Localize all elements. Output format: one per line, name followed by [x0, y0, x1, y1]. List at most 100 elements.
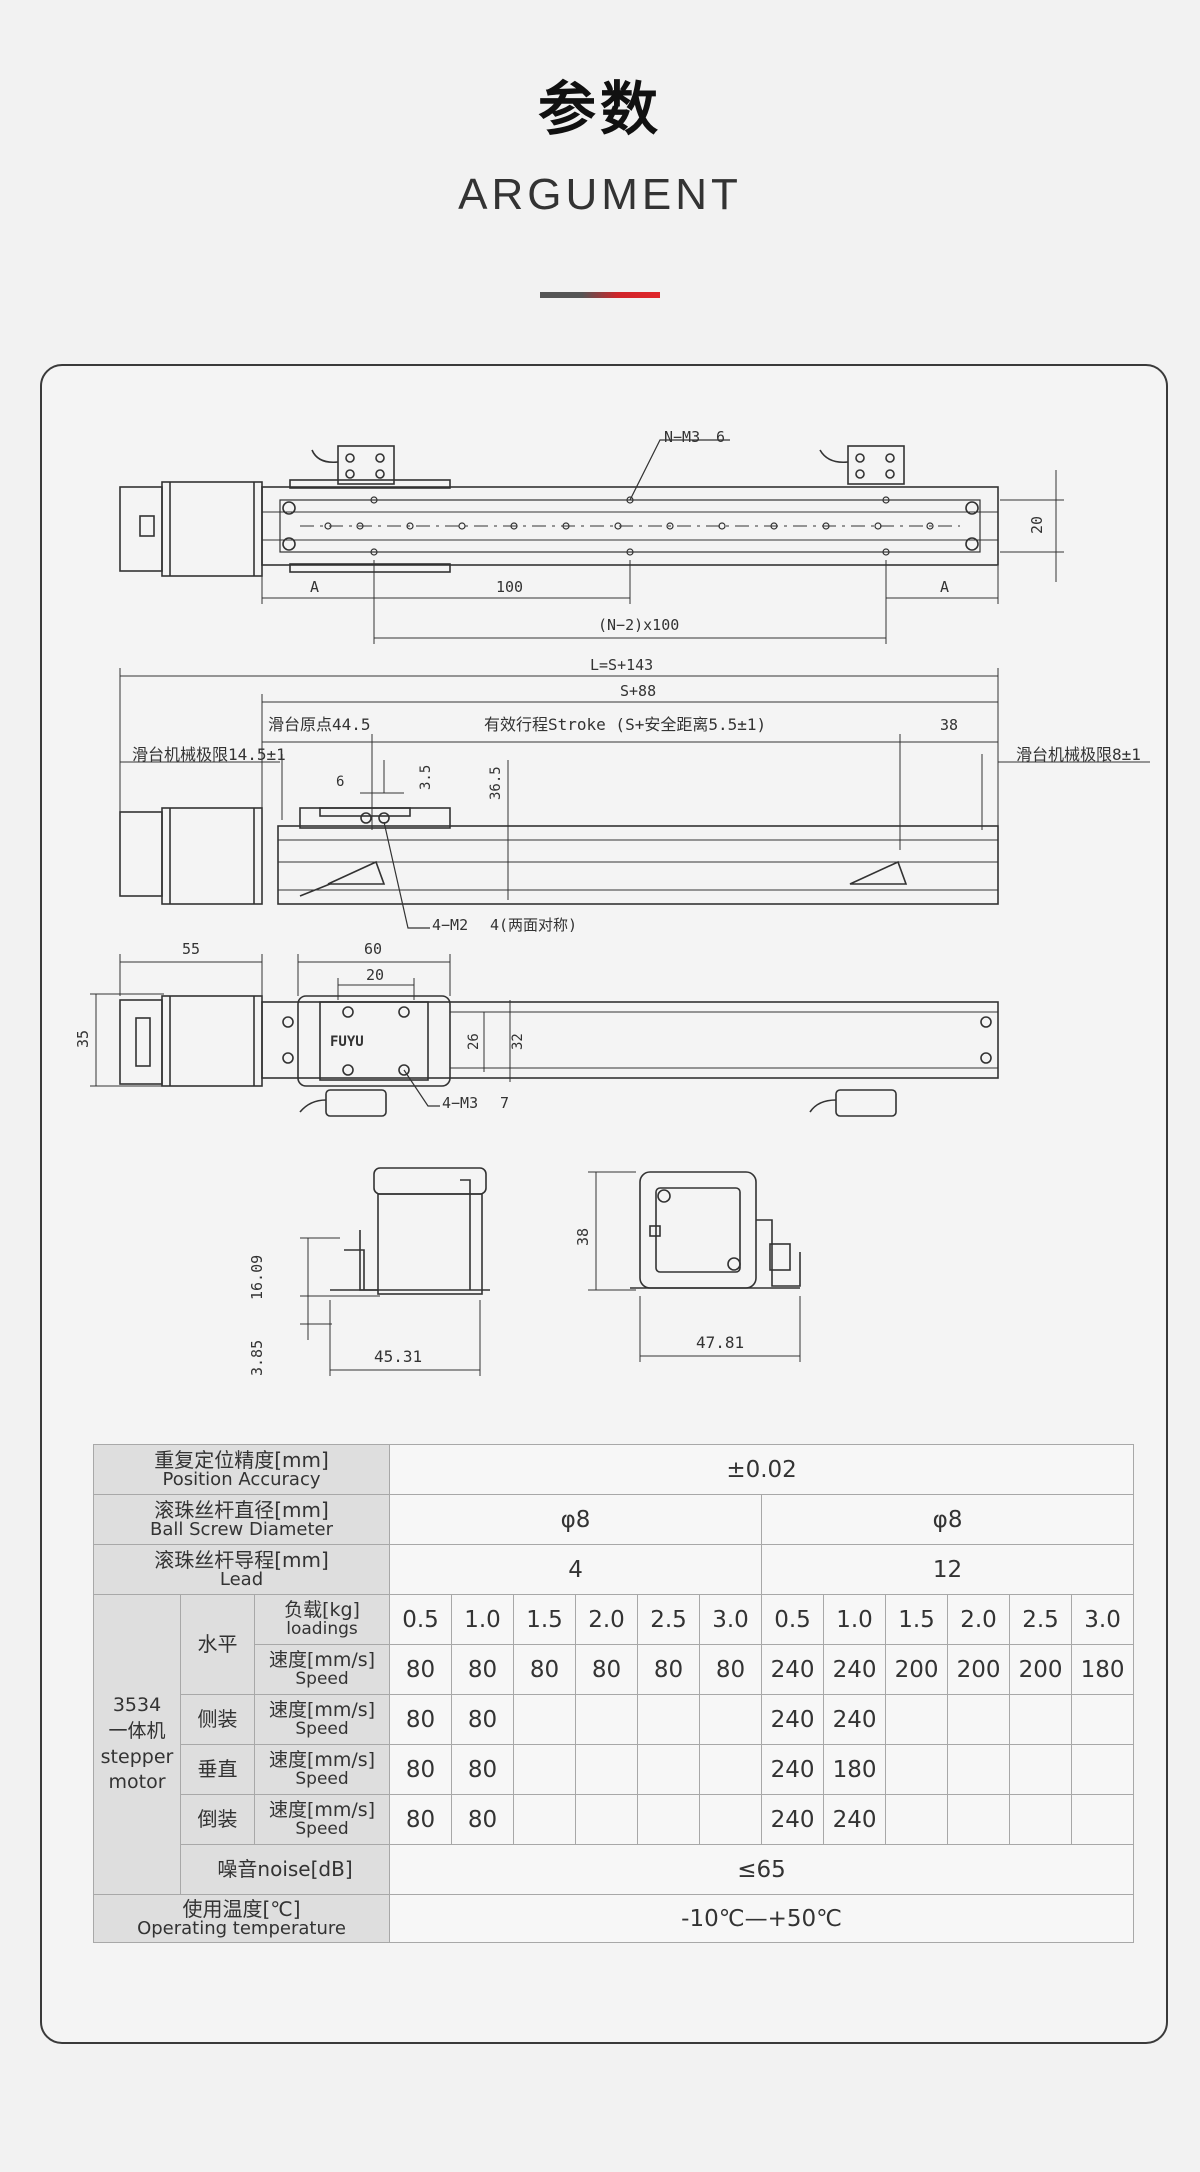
- speed-cell: 240: [761, 1644, 825, 1695]
- side-dim-3-5: 3.5: [418, 765, 434, 790]
- speed-cell: [885, 1694, 949, 1745]
- speed-cell: [513, 1794, 577, 1845]
- temperature-value: -10℃—+50℃: [389, 1894, 1135, 1943]
- speed-cell: [575, 1794, 639, 1845]
- speed-cell: [1071, 1694, 1135, 1745]
- lead-label: 滚珠丝杆导程[mm]Lead: [92, 1544, 391, 1595]
- speed-label: 速度[mm/s]Speed: [253, 1744, 391, 1795]
- speed-cell: [1009, 1744, 1073, 1795]
- front-dim-55: 55: [182, 940, 200, 958]
- speed-cell: [1009, 1794, 1073, 1845]
- load-cell: 1.5: [885, 1594, 949, 1645]
- temperature-label: 使用温度[℃]Operating temperature: [92, 1894, 391, 1943]
- front-dim-60: 60: [364, 940, 382, 958]
- orientation-horizontal: 水平: [180, 1594, 255, 1695]
- orientation-inverted: 倒装: [180, 1794, 255, 1845]
- speed-cell: [637, 1794, 701, 1845]
- speed-cell: 240: [761, 1794, 825, 1845]
- speed-cell: 180: [1071, 1644, 1135, 1695]
- speed-label: 速度[mm/s]Speed: [253, 1694, 391, 1745]
- page-subtitle: ARGUMENT: [458, 170, 742, 219]
- speed-cell: 80: [389, 1644, 453, 1695]
- end-dim-47-81: 47.81: [696, 1333, 744, 1352]
- side-dim-6: 6: [336, 774, 344, 790]
- load-cell: 2.0: [575, 1594, 639, 1645]
- accuracy-label: 重复定位精度[mm]Position Accuracy: [92, 1444, 391, 1495]
- load-cell: 2.5: [1009, 1594, 1073, 1645]
- speed-cell: [699, 1744, 763, 1795]
- row-noise: 噪音noise[dB] ≤65: [94, 1844, 1135, 1895]
- speed-cell: [699, 1794, 763, 1845]
- front-dim-32: 32: [510, 1033, 526, 1050]
- front-dim-35: 35: [74, 1030, 92, 1048]
- technical-drawing: N−M3 6 20 A 100 A (N−2)x100: [74, 428, 1150, 1376]
- spec-table: 重复定位精度[mm]Position Accuracy ±0.02 滚珠丝杆直径…: [92, 1444, 1135, 1943]
- accent-bar: [540, 292, 660, 298]
- top-dim-width: 20: [1028, 516, 1046, 534]
- row-temperature: 使用温度[℃]Operating temperature -10℃—+50℃: [92, 1894, 1135, 1943]
- speed-cell: 200: [1009, 1644, 1073, 1695]
- speed-cell: 200: [947, 1644, 1011, 1695]
- side-dim-36-5: 36.5: [488, 766, 504, 800]
- load-cell: 2.0: [947, 1594, 1011, 1645]
- row-speed-inverted: 倒装 速度[mm/s]Speed 80 80 240 240: [94, 1794, 1135, 1845]
- speed-cell: [885, 1744, 949, 1795]
- end-views: 16.09 3.85 45.31 38 47.81: [248, 1167, 801, 1376]
- speed-cell: [1071, 1744, 1135, 1795]
- speed-cell: [947, 1794, 1011, 1845]
- top-dim-pitch: 100: [496, 578, 523, 596]
- side-stroke-label: 有效行程Stroke (S+安全距离5.5±1): [484, 715, 766, 734]
- end-dim-3-85: 3.85: [248, 1340, 266, 1376]
- speed-cell: 240: [823, 1644, 887, 1695]
- orientation-vertical: 垂直: [180, 1744, 255, 1795]
- load-cell: 1.5: [513, 1594, 577, 1645]
- speed-cell: 240: [823, 1694, 887, 1745]
- speed-cell: [947, 1694, 1011, 1745]
- top-dim-a-right: A: [940, 578, 949, 596]
- front-carriage-note: 4−M3: [442, 1094, 478, 1112]
- speed-cell: 240: [823, 1794, 887, 1845]
- load-cell: 1.0: [451, 1594, 515, 1645]
- speed-cell: [637, 1744, 701, 1795]
- lead-value-1: 4: [389, 1544, 763, 1595]
- speed-cell: [1009, 1694, 1073, 1745]
- speed-cell: 180: [823, 1744, 887, 1795]
- side-carriage-note: 4−M2: [432, 916, 468, 934]
- front-carriage-depth: 7: [500, 1094, 509, 1112]
- speed-label: 速度[mm/s]Speed: [253, 1644, 391, 1695]
- speed-cell: 80: [389, 1744, 453, 1795]
- row-speed-vertical: 垂直 速度[mm/s]Speed 80 80 240 180: [94, 1744, 1135, 1795]
- speed-cell: [513, 1744, 577, 1795]
- speed-cell: [513, 1694, 577, 1745]
- speed-cell: [699, 1694, 763, 1745]
- speed-cell: 240: [761, 1694, 825, 1745]
- speed-cell: [885, 1794, 949, 1845]
- speed-cell: 80: [513, 1644, 577, 1695]
- side-origin-label: 滑台原点44.5: [268, 715, 371, 734]
- speed-cell: 80: [451, 1694, 515, 1745]
- side-right-limit: 滑台机械极限8±1: [1016, 745, 1141, 764]
- speed-cell: 80: [451, 1744, 515, 1795]
- speed-cell: [947, 1744, 1011, 1795]
- orientation-side: 侧装: [180, 1694, 255, 1745]
- speed-cell: 80: [699, 1644, 763, 1695]
- speed-cell: 80: [637, 1644, 701, 1695]
- side-dim-38: 38: [940, 716, 958, 734]
- top-hole-note: N−M3: [664, 428, 700, 446]
- speed-cell: [1071, 1794, 1135, 1845]
- lead-value-2: 12: [761, 1544, 1135, 1595]
- side-dim-total: L=S+143: [590, 656, 653, 674]
- screw-value-1: φ8: [389, 1494, 763, 1545]
- speed-cell: [575, 1744, 639, 1795]
- speed-cell: 80: [575, 1644, 639, 1695]
- side-dim-body: S+88: [620, 682, 656, 700]
- row-screw: 滚珠丝杆直径[mm]Ball Screw Diameter φ8 φ8: [92, 1494, 1135, 1545]
- front-dim-26: 26: [466, 1033, 482, 1050]
- end-dim-38: 38: [574, 1228, 592, 1246]
- speed-cell: 80: [451, 1794, 515, 1845]
- noise-label: 噪音noise[dB]: [179, 1844, 391, 1895]
- speed-label: 速度[mm/s]Speed: [253, 1794, 391, 1845]
- side-carriage-depth: 4(两面对称): [490, 916, 577, 934]
- speed-cell: 80: [389, 1794, 453, 1845]
